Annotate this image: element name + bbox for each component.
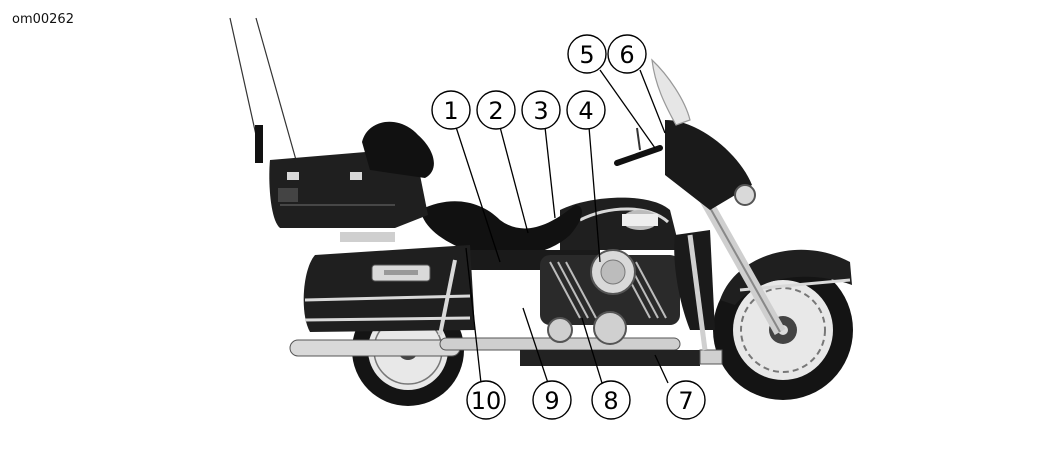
callout-9-label: 9 [544, 387, 559, 415]
front-fender [720, 249, 852, 305]
headlamp [734, 184, 756, 206]
callout-6-label: 6 [619, 41, 634, 69]
tank-emblem [622, 210, 658, 230]
callout-5: 5 [567, 34, 607, 74]
antenna-front [255, 17, 297, 161]
leader-lines [455, 69, 669, 384]
callout-7: 7 [666, 380, 706, 420]
callout-7-label: 7 [678, 387, 693, 415]
figure-code: om00262 [12, 12, 74, 27]
callout-4-label: 4 [578, 97, 593, 125]
callout-8-label: 8 [603, 387, 618, 415]
fairing [665, 120, 752, 210]
callout-5-label: 5 [579, 41, 594, 69]
handlebar [614, 145, 663, 166]
exhaust-pipe [289, 339, 461, 357]
callout-3-label: 3 [533, 97, 548, 125]
callout-2: 2 [476, 90, 516, 130]
callout-3: 3 [521, 90, 561, 130]
callout-1: 1 [431, 90, 471, 130]
seat [420, 201, 582, 258]
callout-10-label: 10 [471, 387, 502, 415]
callout-10: 10 [466, 380, 506, 420]
callout-4: 4 [566, 90, 606, 130]
callout-8: 8 [591, 380, 631, 420]
passenger-backrest [362, 121, 434, 178]
mirror-stem [636, 127, 641, 151]
callout-1-label: 1 [443, 97, 458, 125]
saddlebag [303, 245, 475, 336]
engine [540, 249, 680, 345]
callout-9: 9 [532, 380, 572, 420]
windshield [651, 58, 691, 126]
callout-6: 6 [607, 34, 647, 74]
antenna-base [255, 125, 263, 163]
callout-2-label: 2 [488, 97, 503, 125]
